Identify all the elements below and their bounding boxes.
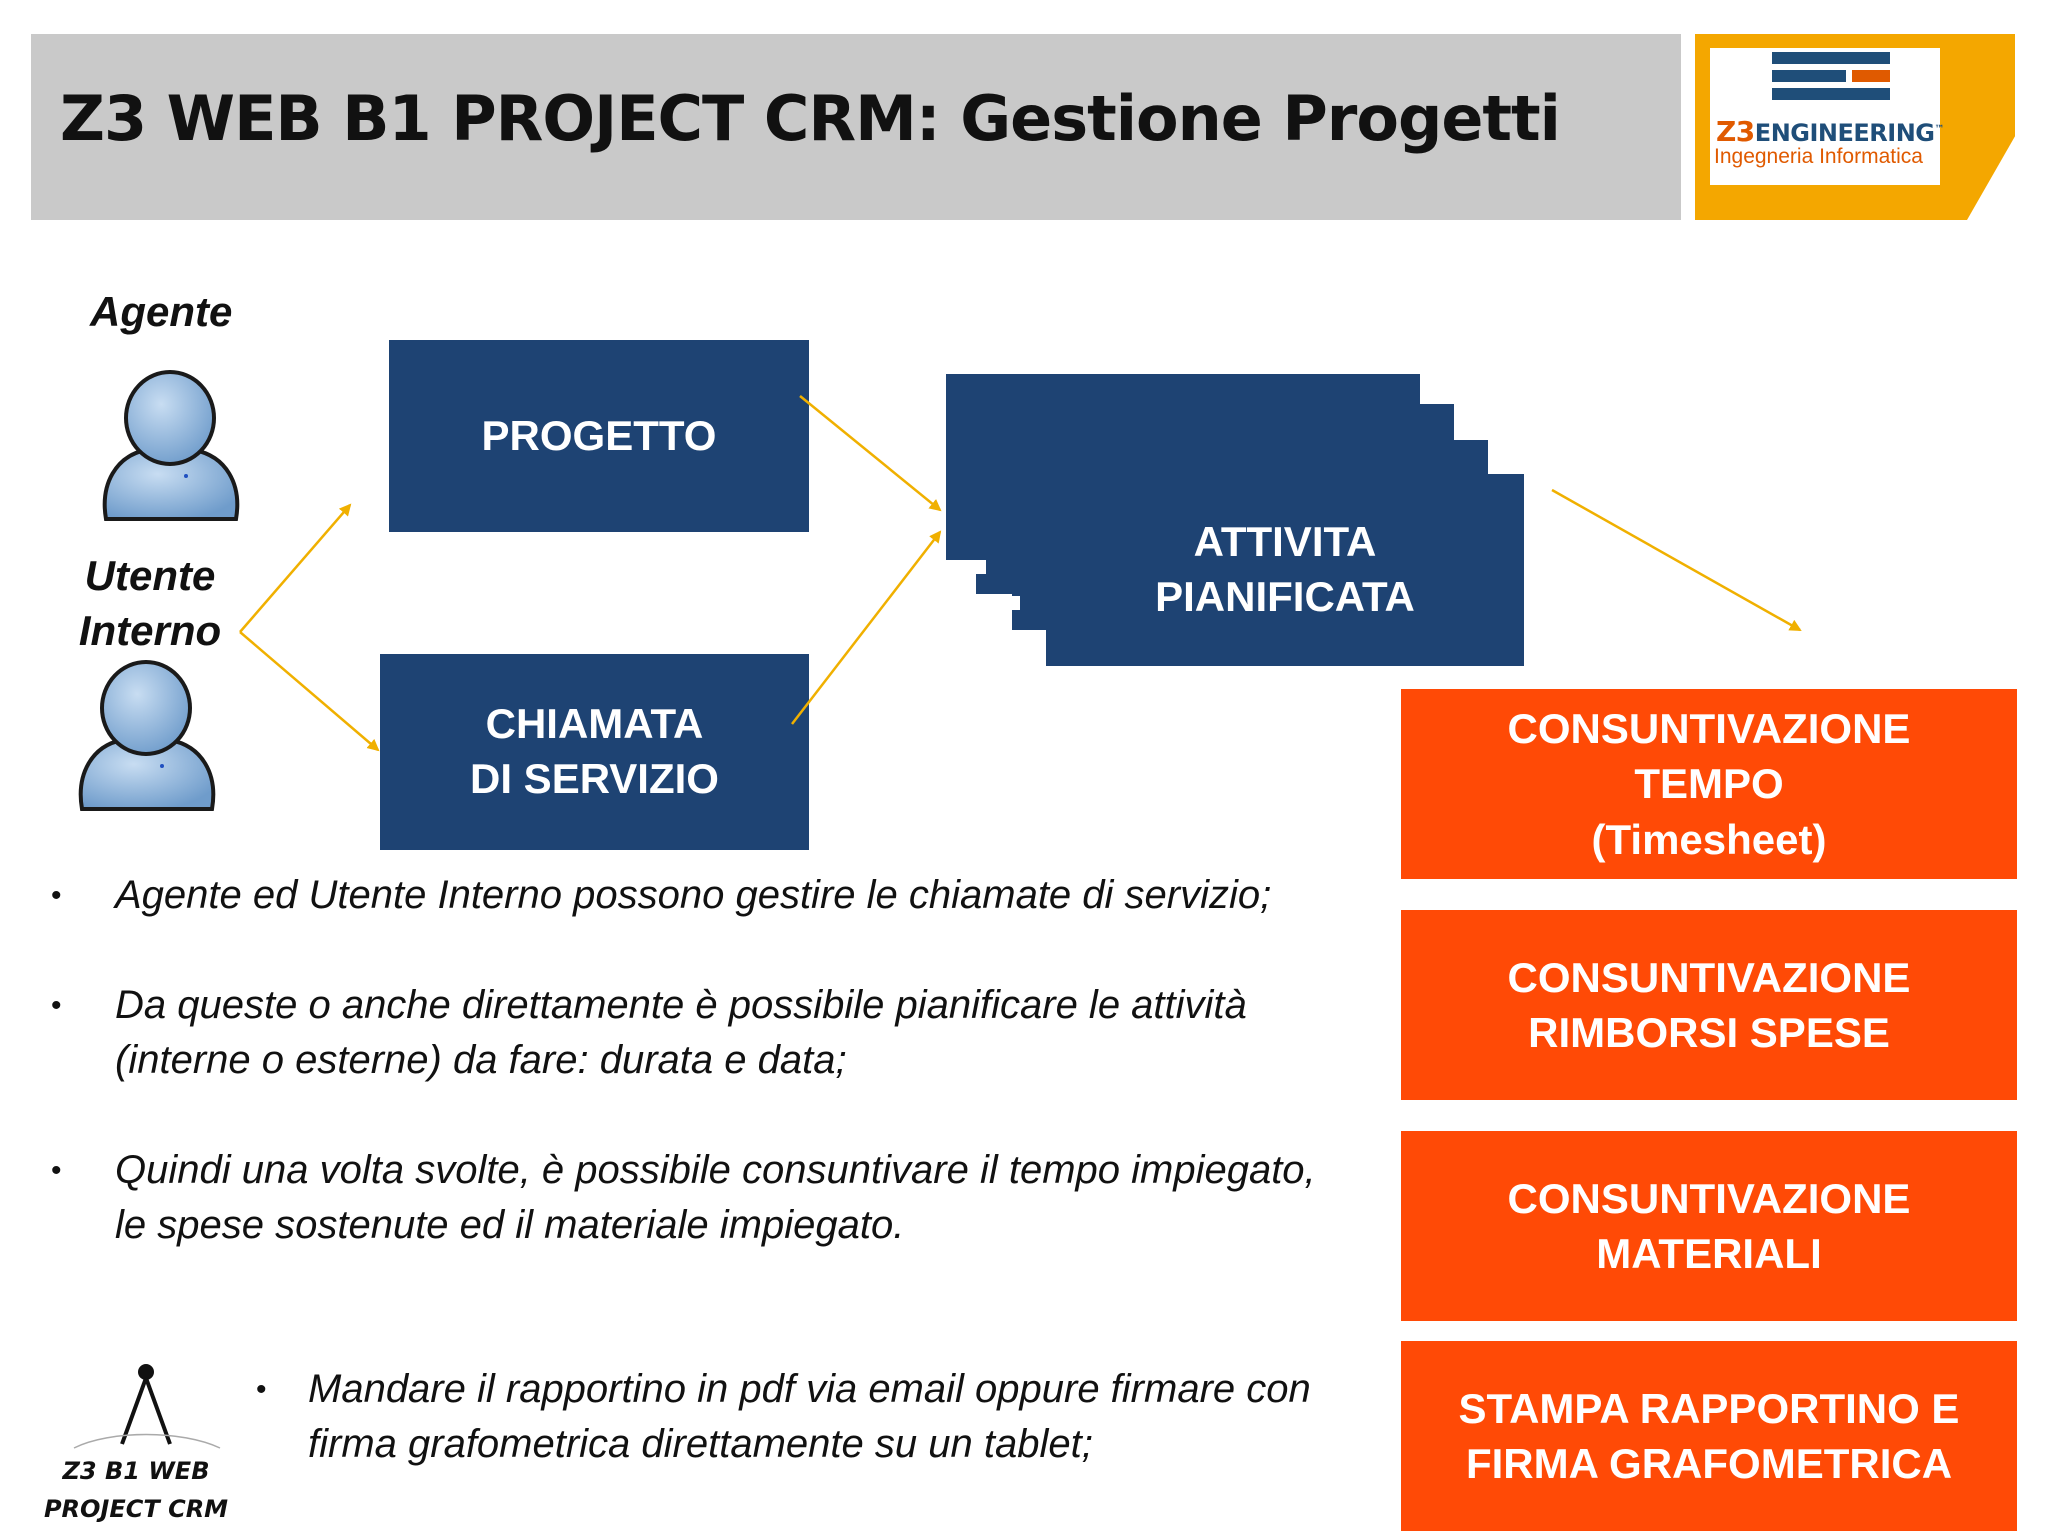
arrow-to-service-call [239,631,380,752]
agent-label: Agente [90,288,233,335]
internal-user-label: Utente Interno [78,552,222,654]
arrow-activity-to-outcomes [1551,488,1802,632]
bullet-item: • Da queste o anche direttamente è possi… [51,983,1247,1082]
bullet-item: • Agente ed Utente Interno possono gesti… [51,873,1272,917]
company-logo-brand: Z3ENGINEERING™ [1716,115,1944,148]
company-logo-tagline: Ingegneria Informatica [1714,145,1923,168]
internal-user-person-icon [78,660,216,811]
arrow-call-to-activity [791,530,942,725]
page-title: Z3 WEB B1 PROJECT CRM: Gestione Progetti [60,82,1561,155]
planned-activity-stack [946,374,1526,668]
agent-person-icon [102,370,240,521]
compass-icon [73,1364,221,1449]
arrow-project-to-activity [799,395,942,512]
bullet-item: • Mandare il rapportino in pdf via email… [256,1367,1311,1466]
product-logo-text: Z3 B1 WEB PROJECT CRM [43,1457,229,1523]
project-box: PROGETTO [389,340,809,532]
header-bar [31,34,1681,220]
company-logo-mark [1772,52,1890,100]
description-bullets: • Agente ed Utente Interno possono gesti… [45,868,1335,1308]
bullet-item: • Quindi una volta svolte, è possibile c… [51,1148,1316,1247]
extra-bullet: • Mandare il rapportino in pdf via email… [250,1362,1340,1472]
arrow-to-project [239,503,352,633]
